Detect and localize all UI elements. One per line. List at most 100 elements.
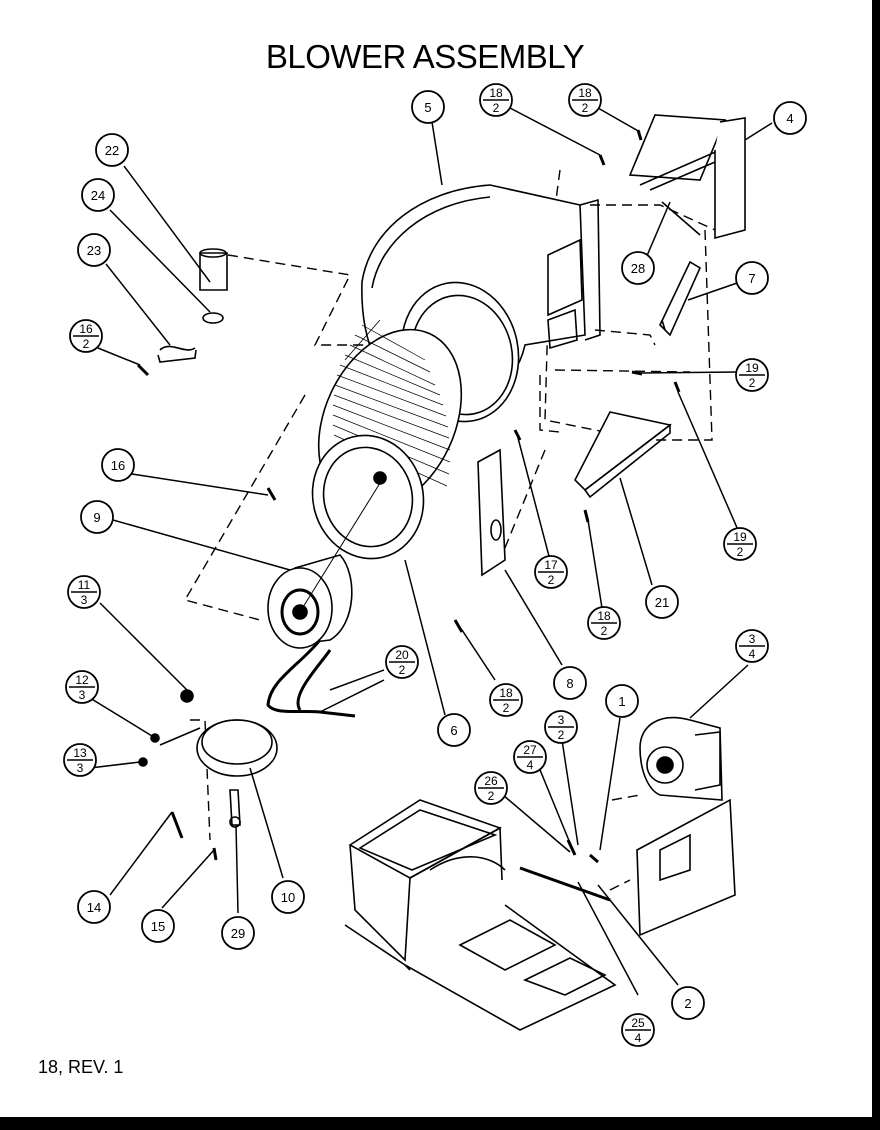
- callout-circle: [81, 178, 115, 212]
- callout-numerator: 16: [79, 322, 93, 336]
- callout-circle: [645, 585, 679, 619]
- callout-number: 10: [281, 890, 295, 905]
- callout-c29: 29: [221, 916, 255, 950]
- callout-c18c: 182: [587, 606, 621, 640]
- callout-c12: 123: [65, 670, 99, 704]
- callout-number: 15: [151, 919, 165, 934]
- part-20-wires: [266, 639, 356, 718]
- callout-circle: [101, 448, 135, 482]
- callout-c16: 16: [101, 448, 135, 482]
- callout-number: 16: [111, 458, 125, 473]
- callout-denominator: 2: [399, 663, 406, 677]
- callout-number: 14: [87, 900, 101, 915]
- callout-number: 24: [91, 188, 105, 203]
- callout-c7: 7: [735, 261, 769, 295]
- callout-c22: 22: [95, 133, 129, 167]
- callout-denominator: 2: [749, 376, 756, 390]
- callout-denominator: 2: [558, 728, 565, 742]
- callout-number: 22: [105, 143, 119, 158]
- callout-numerator: 18: [597, 609, 611, 623]
- callout-circle: [77, 233, 111, 267]
- callout-c28: 28: [621, 251, 655, 285]
- callout-denominator: 2: [488, 789, 495, 803]
- callout-numerator: 12: [75, 673, 89, 687]
- callout-numerator: 13: [73, 746, 87, 760]
- callout-number: 6: [450, 723, 457, 738]
- callout-circle: [77, 890, 111, 924]
- callout-number: 7: [748, 271, 755, 286]
- callout-c18b: 182: [568, 83, 602, 117]
- part-8-cutoff-plate: [477, 448, 506, 577]
- callout-denominator: 2: [737, 545, 744, 559]
- callout-circle: [437, 713, 471, 747]
- revision-footer: 18, REV. 1: [38, 1057, 124, 1077]
- callout-c2: 2: [671, 986, 705, 1020]
- callout-c18a: 182: [479, 83, 513, 117]
- callout-number: 5: [424, 100, 431, 115]
- leader-lines: [89, 107, 773, 996]
- callout-denominator: 4: [749, 647, 756, 661]
- callout-c14: 14: [77, 890, 111, 924]
- callout-c6: 6: [437, 713, 471, 747]
- callout-numerator: 27: [523, 743, 537, 757]
- part-control-panel: [636, 798, 736, 937]
- callout-numerator: 17: [544, 558, 558, 572]
- callout-c8: 8: [553, 666, 587, 700]
- callout-c4: 4: [773, 101, 807, 135]
- callout-denominator: 2: [493, 101, 500, 115]
- callout-c1: 1: [605, 684, 639, 718]
- callout-circle: [80, 500, 114, 534]
- callout-number: 23: [87, 243, 101, 258]
- callout-number: 2: [684, 996, 691, 1011]
- callout-c13: 133: [63, 743, 97, 777]
- callout-c21: 21: [645, 585, 679, 619]
- callout-number: 9: [93, 510, 100, 525]
- callout-circle: [411, 90, 445, 124]
- callout-number: 21: [655, 595, 669, 610]
- callout-numerator: 19: [745, 361, 759, 375]
- callout-circle: [221, 916, 255, 950]
- callout-c11: 113: [67, 575, 101, 609]
- scan-border-bottom: [0, 1117, 880, 1130]
- callout-denominator: 2: [601, 624, 608, 638]
- callout-numerator: 18: [499, 686, 513, 700]
- part-6-blower-wheel: [311, 319, 463, 560]
- part-inducer-blower: [639, 716, 723, 801]
- callout-numerator: 20: [395, 648, 409, 662]
- callout-denominator: 3: [77, 761, 84, 775]
- callout-circle: [271, 880, 305, 914]
- callout-denominator: 3: [81, 593, 88, 607]
- callout-c20: 202: [385, 645, 419, 679]
- callout-circle: [95, 133, 129, 167]
- part-21-bottom-bracket: [574, 411, 672, 499]
- callout-denominator: 4: [527, 758, 534, 772]
- callout-denominator: 2: [548, 573, 555, 587]
- callout-c24: 24: [81, 178, 115, 212]
- callout-numerator: 18: [578, 86, 592, 100]
- part-22-capacitor: [157, 248, 228, 363]
- callout-c9: 9: [80, 500, 114, 534]
- callout-c15: 15: [141, 909, 175, 943]
- callout-denominator: 2: [503, 701, 510, 715]
- callout-circle: [553, 666, 587, 700]
- callout-numerator: 25: [631, 1016, 645, 1030]
- callout-c16a: 162: [69, 319, 103, 353]
- callout-c26: 262: [474, 771, 508, 805]
- callout-c19b: 192: [723, 527, 757, 561]
- callout-c17: 172: [534, 555, 568, 589]
- callout-number: 1: [618, 694, 625, 709]
- callout-circle: [773, 101, 807, 135]
- part-10-motor-mount: [159, 719, 278, 828]
- callout-circle: [605, 684, 639, 718]
- callout-denominator: 3: [79, 688, 86, 702]
- callout-circle: [141, 909, 175, 943]
- callout-numerator: 11: [78, 578, 91, 592]
- callout-numerator: 19: [733, 530, 747, 544]
- callout-number: 8: [566, 676, 573, 691]
- callout-denominator: 4: [635, 1031, 642, 1045]
- callout-c32: 32: [544, 710, 578, 744]
- callout-circle: [621, 251, 655, 285]
- callout-circle: [671, 986, 705, 1020]
